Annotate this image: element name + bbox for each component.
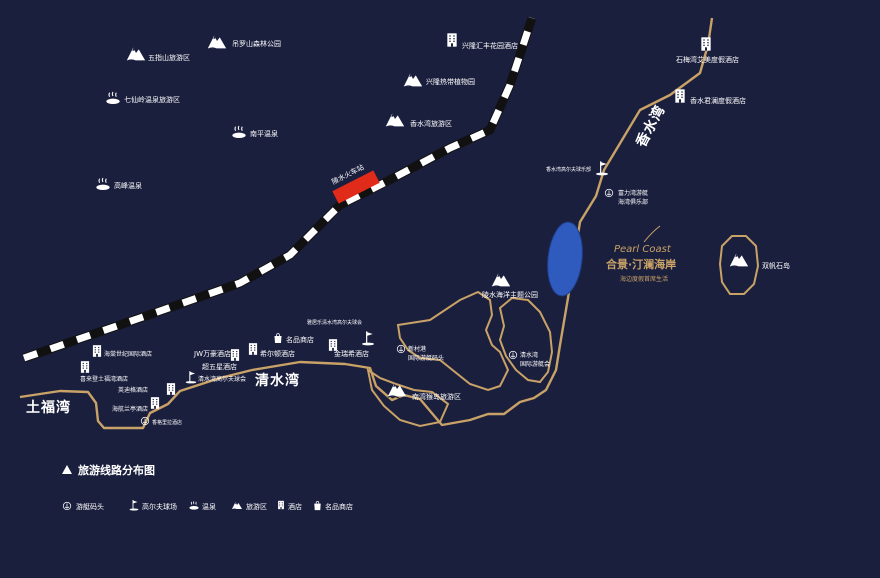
- poi-xiangshui-junlan: 香水君澜度假酒店: [675, 89, 746, 105]
- poi-haitang-intl: 海棠世纪国际酒店: [92, 345, 152, 358]
- poi-shuangfan-rock: 双帆石岛: [729, 252, 790, 270]
- poi-fuli-yacht: 富力湾游艇 海湾俱乐部: [604, 188, 648, 206]
- svg-text:国际游艇会: 国际游艇会: [520, 360, 550, 368]
- shuangfan-island: [718, 235, 760, 295]
- poi-xincun-pier: 新村港 国际游艇码头: [396, 344, 444, 362]
- project-site: [547, 221, 583, 297]
- svg-text:石梅湾艾美度假酒店: 石梅湾艾美度假酒店: [676, 55, 739, 64]
- poi-gaofeng-spring: 高峰温泉: [95, 177, 142, 191]
- hotel-icon: [248, 343, 258, 355]
- svg-text:香格里拉酒店: 香格里拉酒店: [152, 419, 182, 426]
- hotel-icon: [230, 349, 240, 361]
- svg-text:超五星酒店: 超五星酒店: [202, 362, 237, 371]
- xincun-lagoon: [396, 290, 510, 392]
- svg-text:高峰温泉: 高峰温泉: [114, 181, 142, 190]
- legend-item-golf: 高尔夫球场: [142, 502, 177, 511]
- poi-xierdun: 希尔顿酒店: [248, 343, 295, 358]
- svg-text:香水君澜度假酒店: 香水君澜度假酒店: [690, 96, 746, 105]
- poi-nanwan-monkey: 南湾猴岛旅游区: [387, 382, 461, 401]
- poi-xinglong-botanical: 兴隆热带植物园: [403, 72, 475, 90]
- hotel-icon: [92, 345, 102, 357]
- svg-text:陵水海洋主题公园: 陵水海洋主题公园: [482, 290, 538, 299]
- svg-text:南湾猴岛旅游区: 南湾猴岛旅游区: [412, 392, 461, 401]
- project-script-name: Pearl Coast: [614, 244, 672, 255]
- poi-jinrui-hotel: 金瑞希酒店: [328, 339, 369, 358]
- poi-shimeiwan-hotel: 石梅湾艾美度假酒店: [676, 37, 739, 64]
- svg-text:富力湾游艇: 富力湾游艇: [618, 189, 648, 197]
- svg-text:兴隆热带植物园: 兴隆热带植物园: [426, 77, 475, 86]
- poi-wuzhishan: 五指山旅游区: [126, 46, 190, 64]
- svg-text:JW万豪酒店: JW万豪酒店: [193, 349, 231, 358]
- poi-tufu-hotel: 海航兰亭酒店: [112, 397, 160, 413]
- project-subtitle: 海边度假首席生活: [620, 275, 668, 283]
- svg-text:香水湾高尔夫球乐部: 香水湾高尔夫球乐部: [546, 166, 591, 173]
- svg-text:海航兰亭酒店: 海航兰亭酒店: [112, 405, 148, 413]
- poi-diaoluoshan: 吊罗山森林公园: [207, 34, 281, 52]
- poi-mingpin-shop: 名品商店: [274, 333, 314, 344]
- hotel-icon: [80, 361, 90, 373]
- svg-text:双帆石岛: 双帆石岛: [762, 261, 790, 270]
- svg-text:喜来登土福湾酒店: 喜来登土福湾酒店: [80, 375, 128, 383]
- poi-xiangshui-golf: 香水湾高尔夫球乐部: [546, 160, 609, 176]
- svg-text:清水湾: 清水湾: [520, 351, 538, 359]
- hotel-icon: [701, 37, 711, 51]
- lingshui-station: [332, 170, 380, 204]
- legend: 旅游线路分布图 游艇码头 高尔夫球场 温泉 旅游区 酒店 名品商店: [62, 463, 353, 511]
- legend-title: 旅游线路分布图: [78, 463, 155, 477]
- svg-text:金瑞希酒店: 金瑞希酒店: [334, 349, 369, 358]
- poi-chaozhou: 超五星酒店: [202, 362, 237, 371]
- project-name: 合景·汀澜海岸: [606, 257, 676, 271]
- legend-item-yacht: 游艇码头: [76, 502, 104, 511]
- legend-item-hotspring: 温泉: [202, 502, 216, 511]
- railway-line: [22, 16, 537, 363]
- project-logo-swirl: [643, 225, 661, 243]
- hotel-icon: [166, 383, 176, 395]
- poi-xiangshuiwan-scenic: 香水湾旅游区: [385, 112, 452, 130]
- poi-haixi-villa: 喜来登土福湾酒店: [80, 361, 128, 383]
- svg-text:清水湾高尔夫球会: 清水湾高尔夫球会: [198, 375, 246, 383]
- triangle-icon: [62, 465, 72, 474]
- hotel-icon: [447, 33, 457, 47]
- poi-jw-hotel: JW万豪酒店: [193, 349, 240, 361]
- poi-aidian: 英迪格酒店: [118, 383, 176, 395]
- svg-text:吊罗山森林公园: 吊罗山森林公园: [232, 39, 281, 48]
- poi-nanping-spring: 南平温泉: [231, 125, 278, 139]
- svg-text:英迪格酒店: 英迪格酒店: [118, 386, 148, 394]
- svg-text:国际游艇码头: 国际游艇码头: [408, 354, 444, 362]
- poi-qixianling: 七仙岭温泉旅游区: [105, 91, 180, 105]
- legend-item-scenic: 旅游区: [246, 502, 267, 511]
- svg-text:海湾俱乐部: 海湾俱乐部: [618, 198, 648, 206]
- legend-item-shop: 名品商店: [325, 502, 353, 511]
- hotel-icon: [278, 500, 284, 510]
- poi-qingshui-intl: 清水湾 国际游艇会: [508, 350, 550, 368]
- hotel-icon: [150, 397, 160, 409]
- svg-text:海棠世纪国际酒店: 海棠世纪国际酒店: [104, 350, 152, 358]
- nanwan-peninsula: [366, 367, 450, 428]
- poi-qingshui-golf: 清水湾高尔夫球会: [185, 370, 246, 384]
- lixiang-lagoon: [498, 296, 554, 384]
- hotel-icon: [675, 89, 685, 103]
- svg-text:香水湾旅游区: 香水湾旅游区: [410, 119, 452, 128]
- svg-text:希尔顿酒店: 希尔顿酒店: [260, 349, 295, 358]
- region-qingshui-bay: 清水湾: [255, 372, 300, 389]
- svg-text:雅居乐清水湾高尔夫球会: 雅居乐清水湾高尔夫球会: [307, 319, 362, 326]
- poi-xinglong-huifeng: 兴隆汇丰花园酒店: [447, 33, 518, 50]
- svg-text:兴隆汇丰花园酒店: 兴隆汇丰花园酒店: [462, 41, 518, 50]
- station-marker: [332, 170, 380, 204]
- svg-text:七仙岭温泉旅游区: 七仙岭温泉旅游区: [124, 95, 180, 104]
- poi-yalong-golf: 雅居乐清水湾高尔夫球会: [307, 319, 375, 346]
- legend-item-hotel: 酒店: [288, 502, 302, 511]
- svg-text:新村港: 新村港: [408, 345, 426, 353]
- poi-xiangshang-hotel: 香格里拉酒店: [140, 416, 182, 426]
- region-tufu-bay: 土福湾: [26, 399, 71, 416]
- svg-text:五指山旅游区: 五指山旅游区: [148, 53, 190, 62]
- svg-text:名品商店: 名品商店: [286, 335, 314, 344]
- poi-lingshui-ocean-park: 陵水海洋主题公园: [482, 272, 538, 299]
- svg-text:南平温泉: 南平温泉: [250, 129, 278, 138]
